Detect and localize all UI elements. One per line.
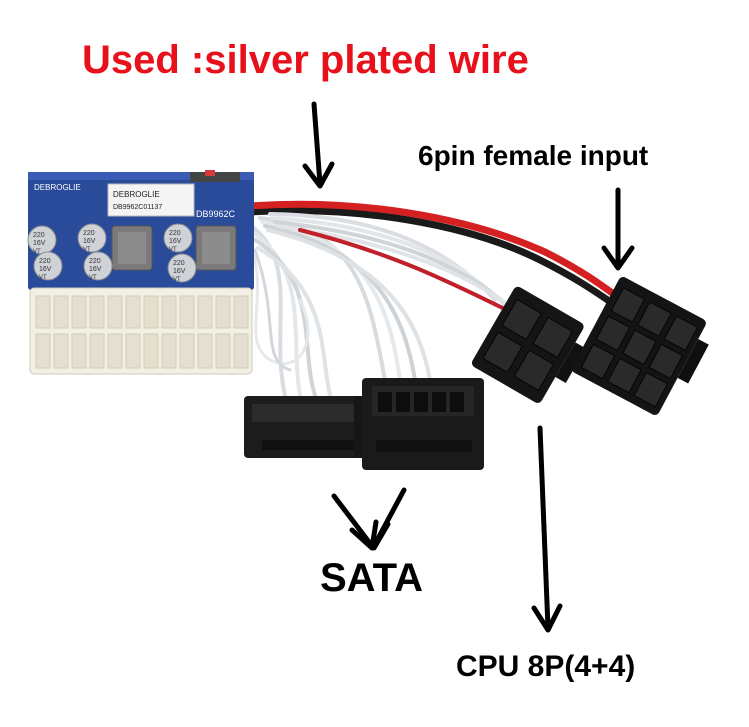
svg-text:VT: VT bbox=[173, 277, 181, 283]
sticker-brand: DEBROGLIE bbox=[113, 190, 160, 199]
svg-text:16V: 16V bbox=[169, 238, 182, 245]
capacitor: 220 16V VT bbox=[27, 225, 57, 255]
pico-psu-board: DEBROGLIE DB9962C01137 DEBROGLIE DB9962C… bbox=[27, 170, 254, 375]
svg-text:VT: VT bbox=[89, 275, 97, 281]
svg-text:16V: 16V bbox=[33, 240, 46, 247]
arrow-down-icon bbox=[531, 425, 563, 633]
svg-text:220: 220 bbox=[33, 232, 45, 239]
capacitor: 220 16V VT bbox=[77, 223, 107, 253]
sata-connector bbox=[244, 396, 368, 458]
serial-sticker bbox=[107, 183, 195, 217]
board-model: DB9962C bbox=[196, 209, 236, 219]
6pin-female-connector bbox=[572, 277, 709, 415]
capacitor: 220 16V VT bbox=[33, 251, 63, 281]
board-brand: DEBROGLIE bbox=[34, 183, 81, 192]
capacitor: 220 16V VT bbox=[83, 251, 113, 281]
cpu-8pin-connector bbox=[471, 286, 586, 403]
svg-text:220: 220 bbox=[173, 260, 185, 267]
sata-label: SATA bbox=[320, 556, 423, 600]
sata-connector bbox=[362, 378, 484, 470]
serial-number: DB9962C01137 bbox=[113, 204, 162, 211]
svg-text:16V: 16V bbox=[83, 238, 96, 245]
svg-text:16V: 16V bbox=[39, 266, 52, 273]
capacitor: 220 16V VT bbox=[167, 253, 197, 283]
svg-text:220: 220 bbox=[89, 258, 101, 265]
wire-type-title: Used :silver plated wire bbox=[82, 38, 529, 82]
svg-text:220: 220 bbox=[169, 230, 181, 237]
svg-text:VT: VT bbox=[83, 247, 91, 253]
arrow-down-icon bbox=[331, 487, 407, 551]
arrow-down-icon bbox=[601, 187, 635, 271]
svg-text:16V: 16V bbox=[89, 266, 102, 273]
input-connector-label: 6pin female input bbox=[418, 140, 649, 171]
cpu-connector-label: CPU 8P(4+4) bbox=[456, 650, 636, 683]
svg-text:220: 220 bbox=[39, 258, 51, 265]
svg-text:VT: VT bbox=[169, 247, 177, 253]
svg-text:16V: 16V bbox=[173, 268, 186, 275]
arrow-down-icon bbox=[302, 101, 335, 189]
svg-text:220: 220 bbox=[83, 230, 95, 237]
capacitor: 220 16V VT bbox=[163, 223, 193, 253]
svg-text:VT: VT bbox=[39, 275, 47, 281]
svg-text:VT: VT bbox=[33, 249, 41, 255]
